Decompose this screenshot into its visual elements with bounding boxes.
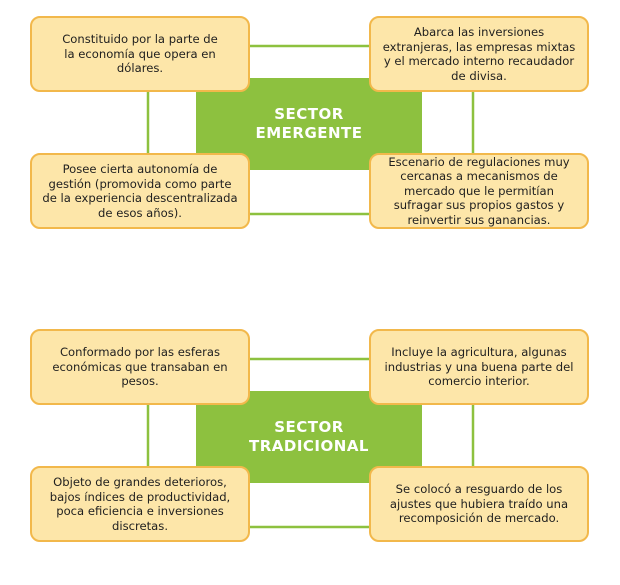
box-text: Conformado por las esferas económicas qu…: [52, 345, 228, 389]
center-label-line-2: TRADICIONAL: [249, 437, 369, 455]
box-text: Incluye la agricultura, algunas industri…: [384, 345, 574, 389]
center-label-line-2: EMERGENTE: [255, 124, 363, 142]
box-top-right: Incluye la agricultura, algunas industri…: [369, 329, 589, 405]
box-text: Abarca las inversiones extranjeras, las …: [382, 25, 576, 83]
sector-emergente-diagram: SECTOR EMERGENTE Constituido por la part…: [0, 0, 620, 240]
box-text: Se colocó a resguardo de los ajustes que…: [389, 482, 569, 526]
box-bottom-left: Objeto de grandes deterioros, bajos índi…: [30, 466, 250, 542]
box-top-right: Abarca las inversiones extranjeras, las …: [369, 16, 589, 92]
box-text: Escenario de regulaciones muy cercanas a…: [388, 154, 570, 227]
center-label-line-1: SECTOR: [274, 105, 344, 123]
box-top-left: Constituido por la parte de la economía …: [30, 16, 250, 92]
center-label-box: SECTOR TRADICIONAL: [196, 391, 422, 483]
box-text: Posee cierta autonomía de gestión (promo…: [42, 162, 238, 220]
box-bottom-left: Posee cierta autonomía de gestión (promo…: [30, 153, 250, 229]
connector-lines: [146, 44, 475, 216]
connector-lines: [146, 357, 475, 529]
box-text: Constituido por la parte de la economía …: [62, 32, 218, 76]
center-label-line-1: SECTOR: [274, 418, 344, 436]
box-top-left: Conformado por las esferas económicas qu…: [30, 329, 250, 405]
box-bottom-right: Escenario de regulaciones muy cercanas a…: [369, 153, 589, 229]
box-text: Objeto de grandes deterioros, bajos índi…: [49, 475, 231, 533]
box-bottom-right: Se colocó a resguardo de los ajustes que…: [369, 466, 589, 542]
sector-tradicional-diagram: SECTOR TRADICIONAL Conformado por las es…: [0, 313, 620, 553]
